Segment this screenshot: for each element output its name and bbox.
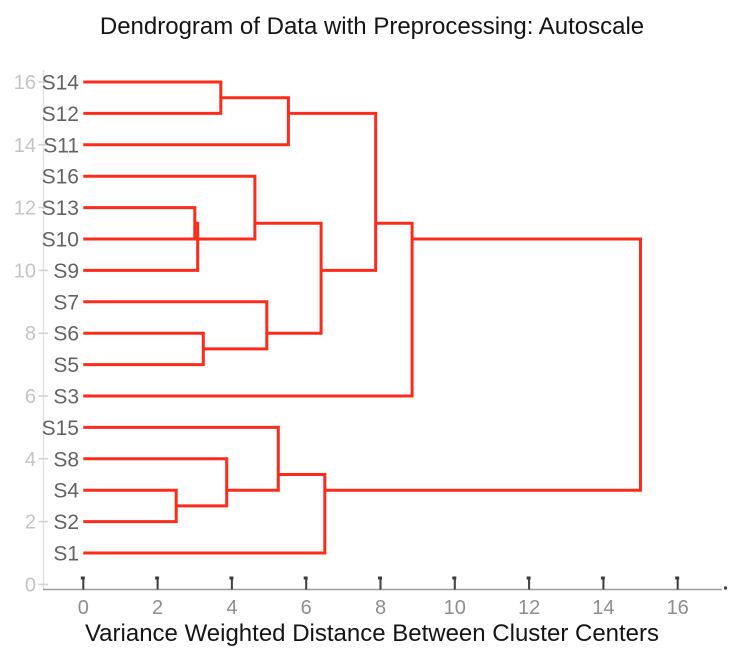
y-axis-ticks: 0 2 4 6 8 10 12 14 16 [14,72,48,596]
x-tick-label: 2 [152,597,163,619]
y-tick-label: 2 [25,512,36,534]
y-tick-label: 12 [14,198,36,220]
leaf-label-s3: S3 [53,386,79,409]
x-tick-label: 8 [375,597,386,619]
x-axis-label: Variance Weighted Distance Between Clust… [85,620,659,647]
x-tick-cap [155,576,160,580]
leaf-label-s1: S1 [53,543,79,566]
x-tick-label: 6 [301,597,312,619]
dendrogram-link-n1 [83,488,178,524]
chart-title: Dendrogram of Data with Preprocessing: A… [100,13,644,40]
dendrogram-link-n4 [83,331,205,367]
dendrogram-link-n8 [83,300,269,351]
dendrogram-link-n14 [83,221,414,398]
x-tick-cap [303,576,308,580]
leaf-label-s12: S12 [42,103,79,126]
x-tick-cap [378,576,382,580]
dendrogram-link-n12 [254,221,323,335]
y-tick-label: 14 [14,135,36,157]
dendrogram-link-n5 [83,80,223,115]
x-axis-end-mark [724,586,727,590]
x-tick-label: 10 [444,597,466,619]
x-tick-label: 4 [226,597,237,619]
leaf-label-s9: S9 [53,260,79,283]
dendrogram-link-n7 [83,174,257,241]
x-tick-cap [452,576,457,580]
x-tick-label: 16 [667,597,689,619]
dendrogram-link-n15 [324,237,642,492]
leaf-label-s7: S7 [53,291,79,314]
leaf-label-s2: S2 [53,511,79,534]
x-tick-label: 0 [78,597,89,619]
y-tick-label: 10 [14,260,36,282]
x-tick-cap [229,576,234,580]
y-tick-label: 6 [25,386,36,408]
dendrogram-link-n9 [83,425,280,492]
x-axis-ticks: 0 2 4 6 8 10 12 14 16 [78,576,689,619]
leaf-label-s16: S16 [42,166,79,189]
leaf-label-s13: S13 [42,197,79,220]
leaf-label-s8: S8 [53,448,79,471]
dendrogram-link-n2 [83,206,197,241]
leaf-label-s4: S4 [53,480,79,503]
y-tick-label: 8 [25,323,36,345]
leaf-label-s14: S14 [42,72,80,95]
leaf-label-s10: S10 [42,229,79,252]
x-tick-label: 14 [592,597,614,619]
x-tick-cap [675,576,680,580]
dendrogram-link-n10 [83,96,290,147]
dendrogram-link-n13 [288,111,378,272]
y-tick-label: 0 [25,574,36,596]
dendrogram-link-n6 [83,457,229,508]
x-tick-label: 12 [518,597,540,619]
dendrogram-link-n3 [83,221,200,272]
dendrogram-links [83,80,642,555]
leaf-label-s6: S6 [53,323,79,346]
y-tick-label: 16 [14,72,36,94]
leaf-label-s11: S11 [43,134,79,157]
x-tick-cap [600,576,605,580]
dendrogram-link-n11 [83,473,327,555]
axes [42,70,727,591]
x-tick-cap [526,576,531,580]
leaf-label-s5: S5 [53,354,79,377]
leaf-label-s15: S15 [42,417,79,440]
y-tick-label: 4 [25,449,36,471]
x-tick-cap [80,576,85,580]
